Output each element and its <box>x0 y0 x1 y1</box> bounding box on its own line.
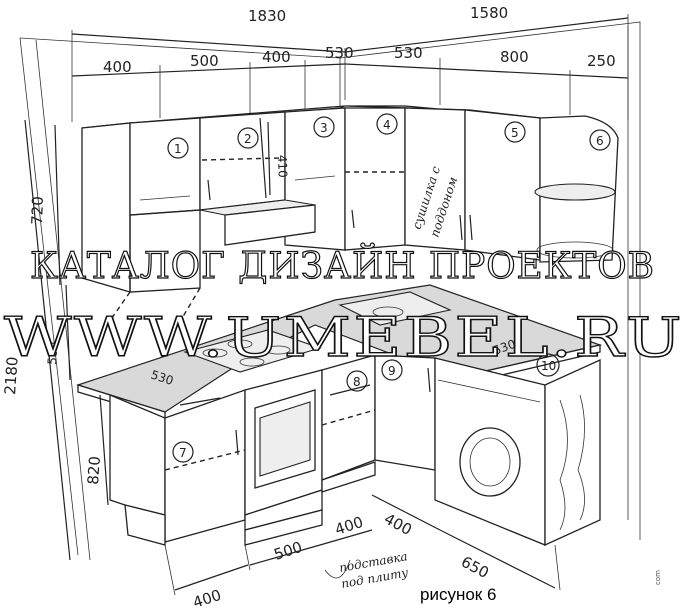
dim-upper-left-1: 400 <box>103 58 132 76</box>
wall-dashes <box>99 287 201 336</box>
dim-upper-left-3: 400 <box>262 48 291 66</box>
module-number-2: 2 <box>244 132 252 146</box>
plinths <box>124 461 376 546</box>
dim-height-base: 820 <box>84 455 104 485</box>
upper-cabinets-right <box>344 105 619 263</box>
top-dimension-lines <box>71 14 629 122</box>
module-number-5: 5 <box>511 126 519 140</box>
dim-upper-right-2: 800 <box>500 48 529 66</box>
module-number-9: 9 <box>388 364 396 378</box>
side-mark: com <box>654 570 662 585</box>
watermark-url: WWW.UMEBEL.RU <box>4 306 684 369</box>
module-markers <box>167 113 611 463</box>
module-number-8: 8 <box>353 375 361 389</box>
dim-counter-left: 530 <box>149 368 175 388</box>
module-number-6: 6 <box>596 134 604 148</box>
dim-upper-left-2: 500 <box>190 52 219 70</box>
floor-dimension-lines <box>164 494 561 596</box>
upper-cabinets-left <box>81 105 346 293</box>
vertical-dimension-lines <box>24 119 271 561</box>
dim-upper-left-4: 530 <box>325 44 354 62</box>
watermark-catalog: КАТАЛОГ ДИЗАЙН ПРОЕКТОВ <box>30 244 655 287</box>
dim-upper-right-1: 530 <box>394 44 423 62</box>
dim-floor-right-2: 650 <box>458 553 492 582</box>
figure-caption: рисунок 6 <box>420 585 496 604</box>
dim-upper-right-3: 250 <box>587 52 616 70</box>
module-number-1: 1 <box>174 142 182 156</box>
dim-height-gap: 580 <box>45 341 61 365</box>
dim-hood: 410 <box>275 155 290 178</box>
dim-height-upper: 720 <box>28 196 47 225</box>
dim-floor-left-2: 500 <box>272 538 305 564</box>
module-number-3: 3 <box>320 121 328 135</box>
module-number-10: 10 <box>541 359 556 373</box>
dim-height-total: 2180 <box>1 356 22 395</box>
module-number-7: 7 <box>179 446 187 460</box>
module-number-4: 4 <box>383 118 391 132</box>
dim-total-right: 1580 <box>470 4 508 22</box>
dim-total-left: 1830 <box>248 7 286 25</box>
base-cabinets <box>109 354 601 547</box>
dim-floor-left-3: 400 <box>333 513 366 539</box>
dim-floor-left-1: 400 <box>191 586 224 612</box>
